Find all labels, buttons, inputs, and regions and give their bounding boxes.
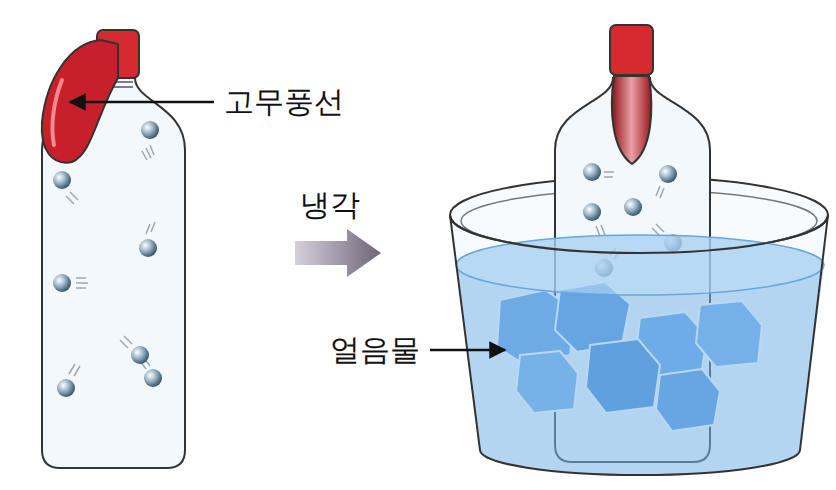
part-label: 고무풍선	[222, 84, 346, 120]
balloon	[612, 76, 651, 164]
part-label: 냉각	[298, 187, 362, 223]
ice-water	[456, 235, 824, 475]
molecules	[131, 346, 149, 364]
molecules	[604, 172, 614, 177]
molecules	[656, 186, 664, 198]
bowl-front	[450, 215, 828, 253]
leader-line	[430, 349, 505, 352]
molecules	[583, 163, 601, 181]
molecules	[583, 203, 601, 221]
bottle-left	[52, 80, 62, 145]
part-label: 얼음물	[328, 332, 422, 368]
leader-line	[70, 101, 214, 104]
ice-water	[456, 235, 824, 475]
molecules	[139, 239, 157, 257]
bowl-back	[450, 215, 828, 475]
molecules	[624, 198, 642, 216]
bottle-right	[610, 25, 653, 75]
molecules	[146, 222, 155, 234]
bowl-front	[450, 215, 828, 475]
bowl-front	[450, 215, 828, 475]
molecules	[66, 192, 78, 204]
molecules	[76, 278, 88, 288]
molecules	[596, 225, 605, 236]
molecules	[142, 145, 154, 160]
process-arrow	[295, 229, 381, 277]
molecules	[57, 379, 75, 397]
molecules	[53, 274, 71, 292]
molecules	[53, 171, 71, 189]
molecules	[659, 165, 677, 183]
molecules	[120, 336, 132, 348]
molecules	[144, 369, 162, 387]
molecules	[141, 121, 159, 139]
molecules	[652, 224, 664, 236]
bottle-left	[42, 30, 185, 468]
molecules	[69, 364, 80, 376]
